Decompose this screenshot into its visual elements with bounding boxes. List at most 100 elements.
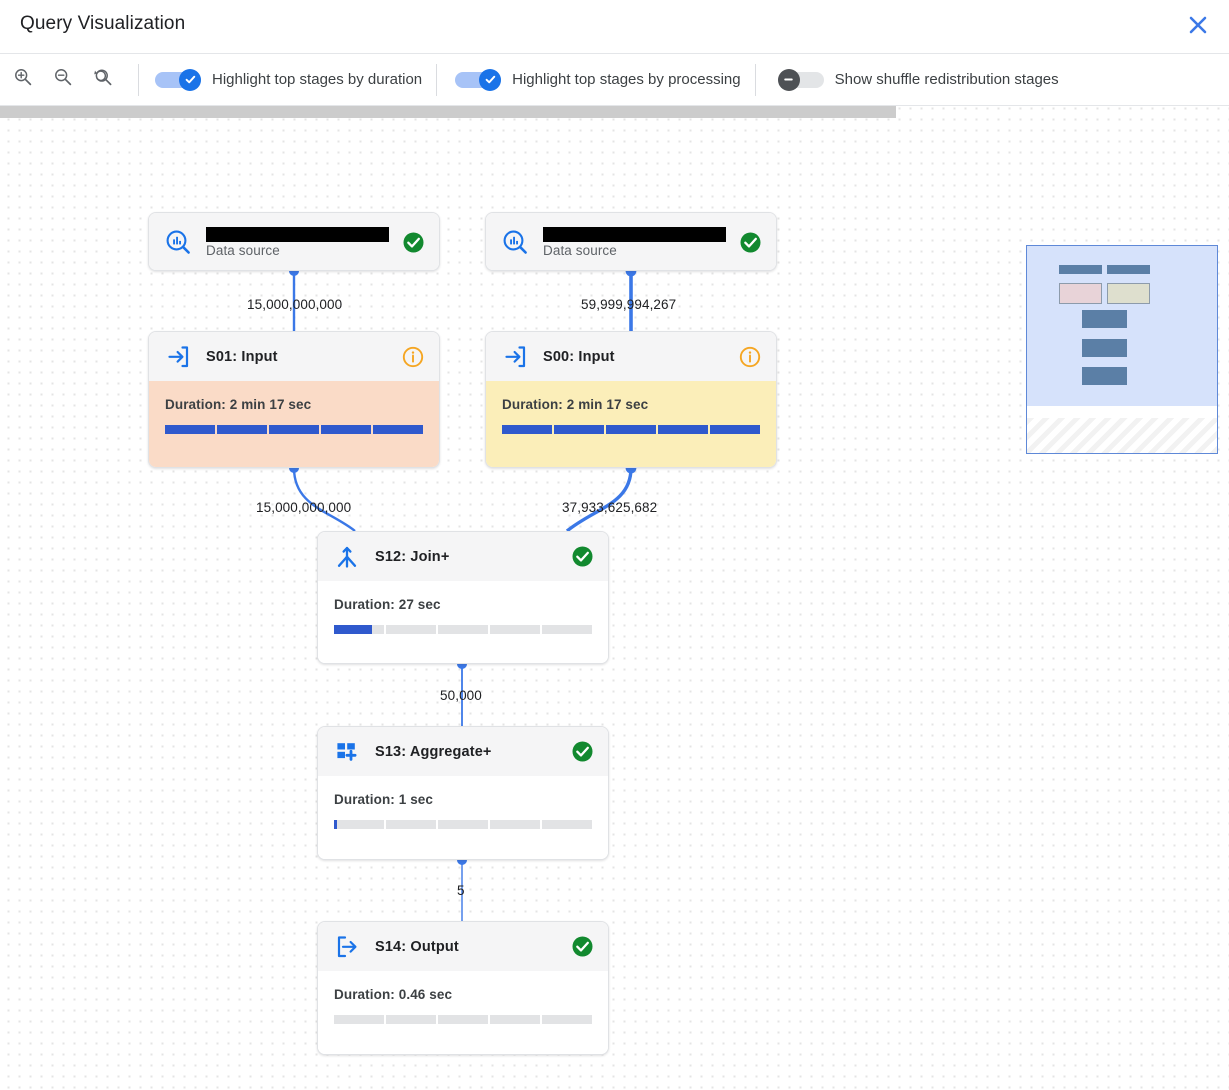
edge-label: 5 xyxy=(457,883,465,898)
toggle-highlight-processing-switch[interactable] xyxy=(455,68,502,91)
toggle-shuffle-stages-switch[interactable] xyxy=(777,68,824,91)
toggle-highlight-duration[interactable]: Highlight top stages by duration xyxy=(155,68,422,91)
minimap-node xyxy=(1082,339,1127,357)
node-body: Duration: 2 min 17 sec xyxy=(149,381,439,467)
node-header: S01: Input xyxy=(149,332,439,381)
status-check-icon xyxy=(570,740,594,764)
progress-segment xyxy=(542,820,592,829)
progress-segment xyxy=(490,1015,540,1024)
progress-segment xyxy=(165,425,215,434)
output-arrow-icon xyxy=(333,933,361,961)
progress-segment xyxy=(269,425,319,434)
toggle-highlight-processing[interactable]: Highlight top stages by processing xyxy=(455,68,741,91)
data-source-name-redacted xyxy=(543,226,726,242)
zoom-reset-icon xyxy=(93,67,113,92)
zoom-in-icon xyxy=(13,67,33,92)
node-title: S12: Join+ xyxy=(375,548,450,565)
zoom-in-button[interactable] xyxy=(6,63,40,97)
status-info-icon[interactable] xyxy=(401,345,425,369)
close-icon xyxy=(1187,14,1209,41)
progress-segment xyxy=(386,1015,436,1024)
progress-segment xyxy=(554,425,604,434)
edge-label: 59,999,994,267 xyxy=(581,297,677,312)
node-header: S00: Input xyxy=(486,332,776,381)
toggle-highlight-processing-label: Highlight top stages by processing xyxy=(512,71,741,88)
node-stage-s14[interactable]: S14: Output Duration: 0.46 sec xyxy=(317,921,609,1055)
close-button[interactable] xyxy=(1181,10,1215,44)
status-check-icon xyxy=(738,230,762,254)
status-check-icon xyxy=(570,545,594,569)
switch-knob xyxy=(179,68,201,91)
visualization-toolbar: Highlight top stages by duration Highlig… xyxy=(0,53,1229,106)
toolbar-divider-1 xyxy=(138,63,139,96)
data-source-text: Data source xyxy=(206,226,401,258)
zoom-out-button[interactable] xyxy=(46,63,80,97)
edge-label: 37,933,625,682 xyxy=(562,500,658,515)
bigquery-datasource-icon xyxy=(501,228,529,256)
node-duration: Duration: 2 min 17 sec xyxy=(165,397,312,412)
status-info-icon[interactable] xyxy=(738,345,762,369)
data-source-subtitle: Data source xyxy=(543,242,617,258)
switch-knob xyxy=(777,68,800,91)
progress-bar xyxy=(334,625,592,634)
minimap-viewport[interactable] xyxy=(1027,246,1217,406)
minimap-node xyxy=(1082,367,1127,385)
node-stage-s00[interactable]: S00: Input Duration: 2 min 17 sec xyxy=(485,331,777,468)
edge-label: 50,000 xyxy=(440,688,482,703)
node-stage-s01[interactable]: S01: Input Duration: 2 min 17 sec xyxy=(148,331,440,468)
node-body: Duration: 27 sec xyxy=(318,581,608,663)
toggle-shuffle-stages[interactable]: Show shuffle redistribution stages xyxy=(777,68,1059,91)
minimap-node xyxy=(1059,265,1102,274)
graph-minimap[interactable] xyxy=(1026,245,1218,454)
progress-segment xyxy=(334,1015,384,1024)
node-data-source-right[interactable]: Data source xyxy=(485,212,777,271)
node-body: Duration: 2 min 17 sec xyxy=(486,381,776,467)
input-arrow-icon xyxy=(501,343,529,371)
data-source-subtitle: Data source xyxy=(206,242,280,258)
status-check-icon xyxy=(401,230,425,254)
minus-icon xyxy=(784,78,793,81)
node-stage-s12[interactable]: S12: Join+ Duration: 27 sec xyxy=(317,531,609,664)
dialog-header: Query Visualization xyxy=(0,0,1229,53)
progress-segment xyxy=(502,425,552,434)
status-check-icon xyxy=(570,935,594,959)
progress-segment xyxy=(542,1015,592,1024)
progress-segment xyxy=(490,820,540,829)
progress-segment xyxy=(386,820,436,829)
progress-segment xyxy=(321,425,371,434)
minimap-node xyxy=(1107,265,1150,274)
switch-knob xyxy=(479,68,502,91)
progress-segment xyxy=(438,1015,488,1024)
node-header: S13: Aggregate+ xyxy=(318,727,608,776)
toolbar-divider-2 xyxy=(436,63,438,96)
node-body: Duration: 1 sec xyxy=(318,776,608,859)
node-header: S14: Output xyxy=(318,922,608,971)
graph-canvas[interactable]: 15,000,000,000 59,999,994,267 15,000,000… xyxy=(0,106,1229,1090)
node-duration: Duration: 0.46 sec xyxy=(334,987,453,1002)
node-data-source-left[interactable]: Data source xyxy=(148,212,440,271)
progress-bar xyxy=(334,820,592,829)
horizontal-scrollbar-thumb[interactable] xyxy=(0,106,896,118)
node-title: S01: Input xyxy=(206,348,278,365)
progress-segment xyxy=(710,425,760,434)
progress-segment xyxy=(606,425,656,434)
minimap-node-highlight-peach xyxy=(1059,283,1102,304)
minimap-offscreen-area xyxy=(1027,418,1217,453)
progress-segment xyxy=(334,625,384,634)
horizontal-scrollbar[interactable] xyxy=(0,106,1229,118)
progress-segment xyxy=(542,625,592,634)
node-duration: Duration: 2 min 17 sec xyxy=(502,397,649,412)
check-icon xyxy=(185,75,195,84)
node-duration: Duration: 1 sec xyxy=(334,792,434,807)
node-title: S13: Aggregate+ xyxy=(375,743,492,760)
node-body: Duration: 0.46 sec xyxy=(318,971,608,1054)
check-icon xyxy=(485,75,495,84)
progress-segment xyxy=(438,625,488,634)
node-stage-s13[interactable]: S13: Aggregate+ Duration: 1 sec xyxy=(317,726,609,860)
progress-segment xyxy=(217,425,267,434)
join-icon xyxy=(333,543,361,571)
toggle-highlight-duration-switch[interactable] xyxy=(155,68,201,91)
zoom-reset-button[interactable] xyxy=(86,63,120,97)
progress-segment xyxy=(386,625,436,634)
progress-segment xyxy=(490,625,540,634)
